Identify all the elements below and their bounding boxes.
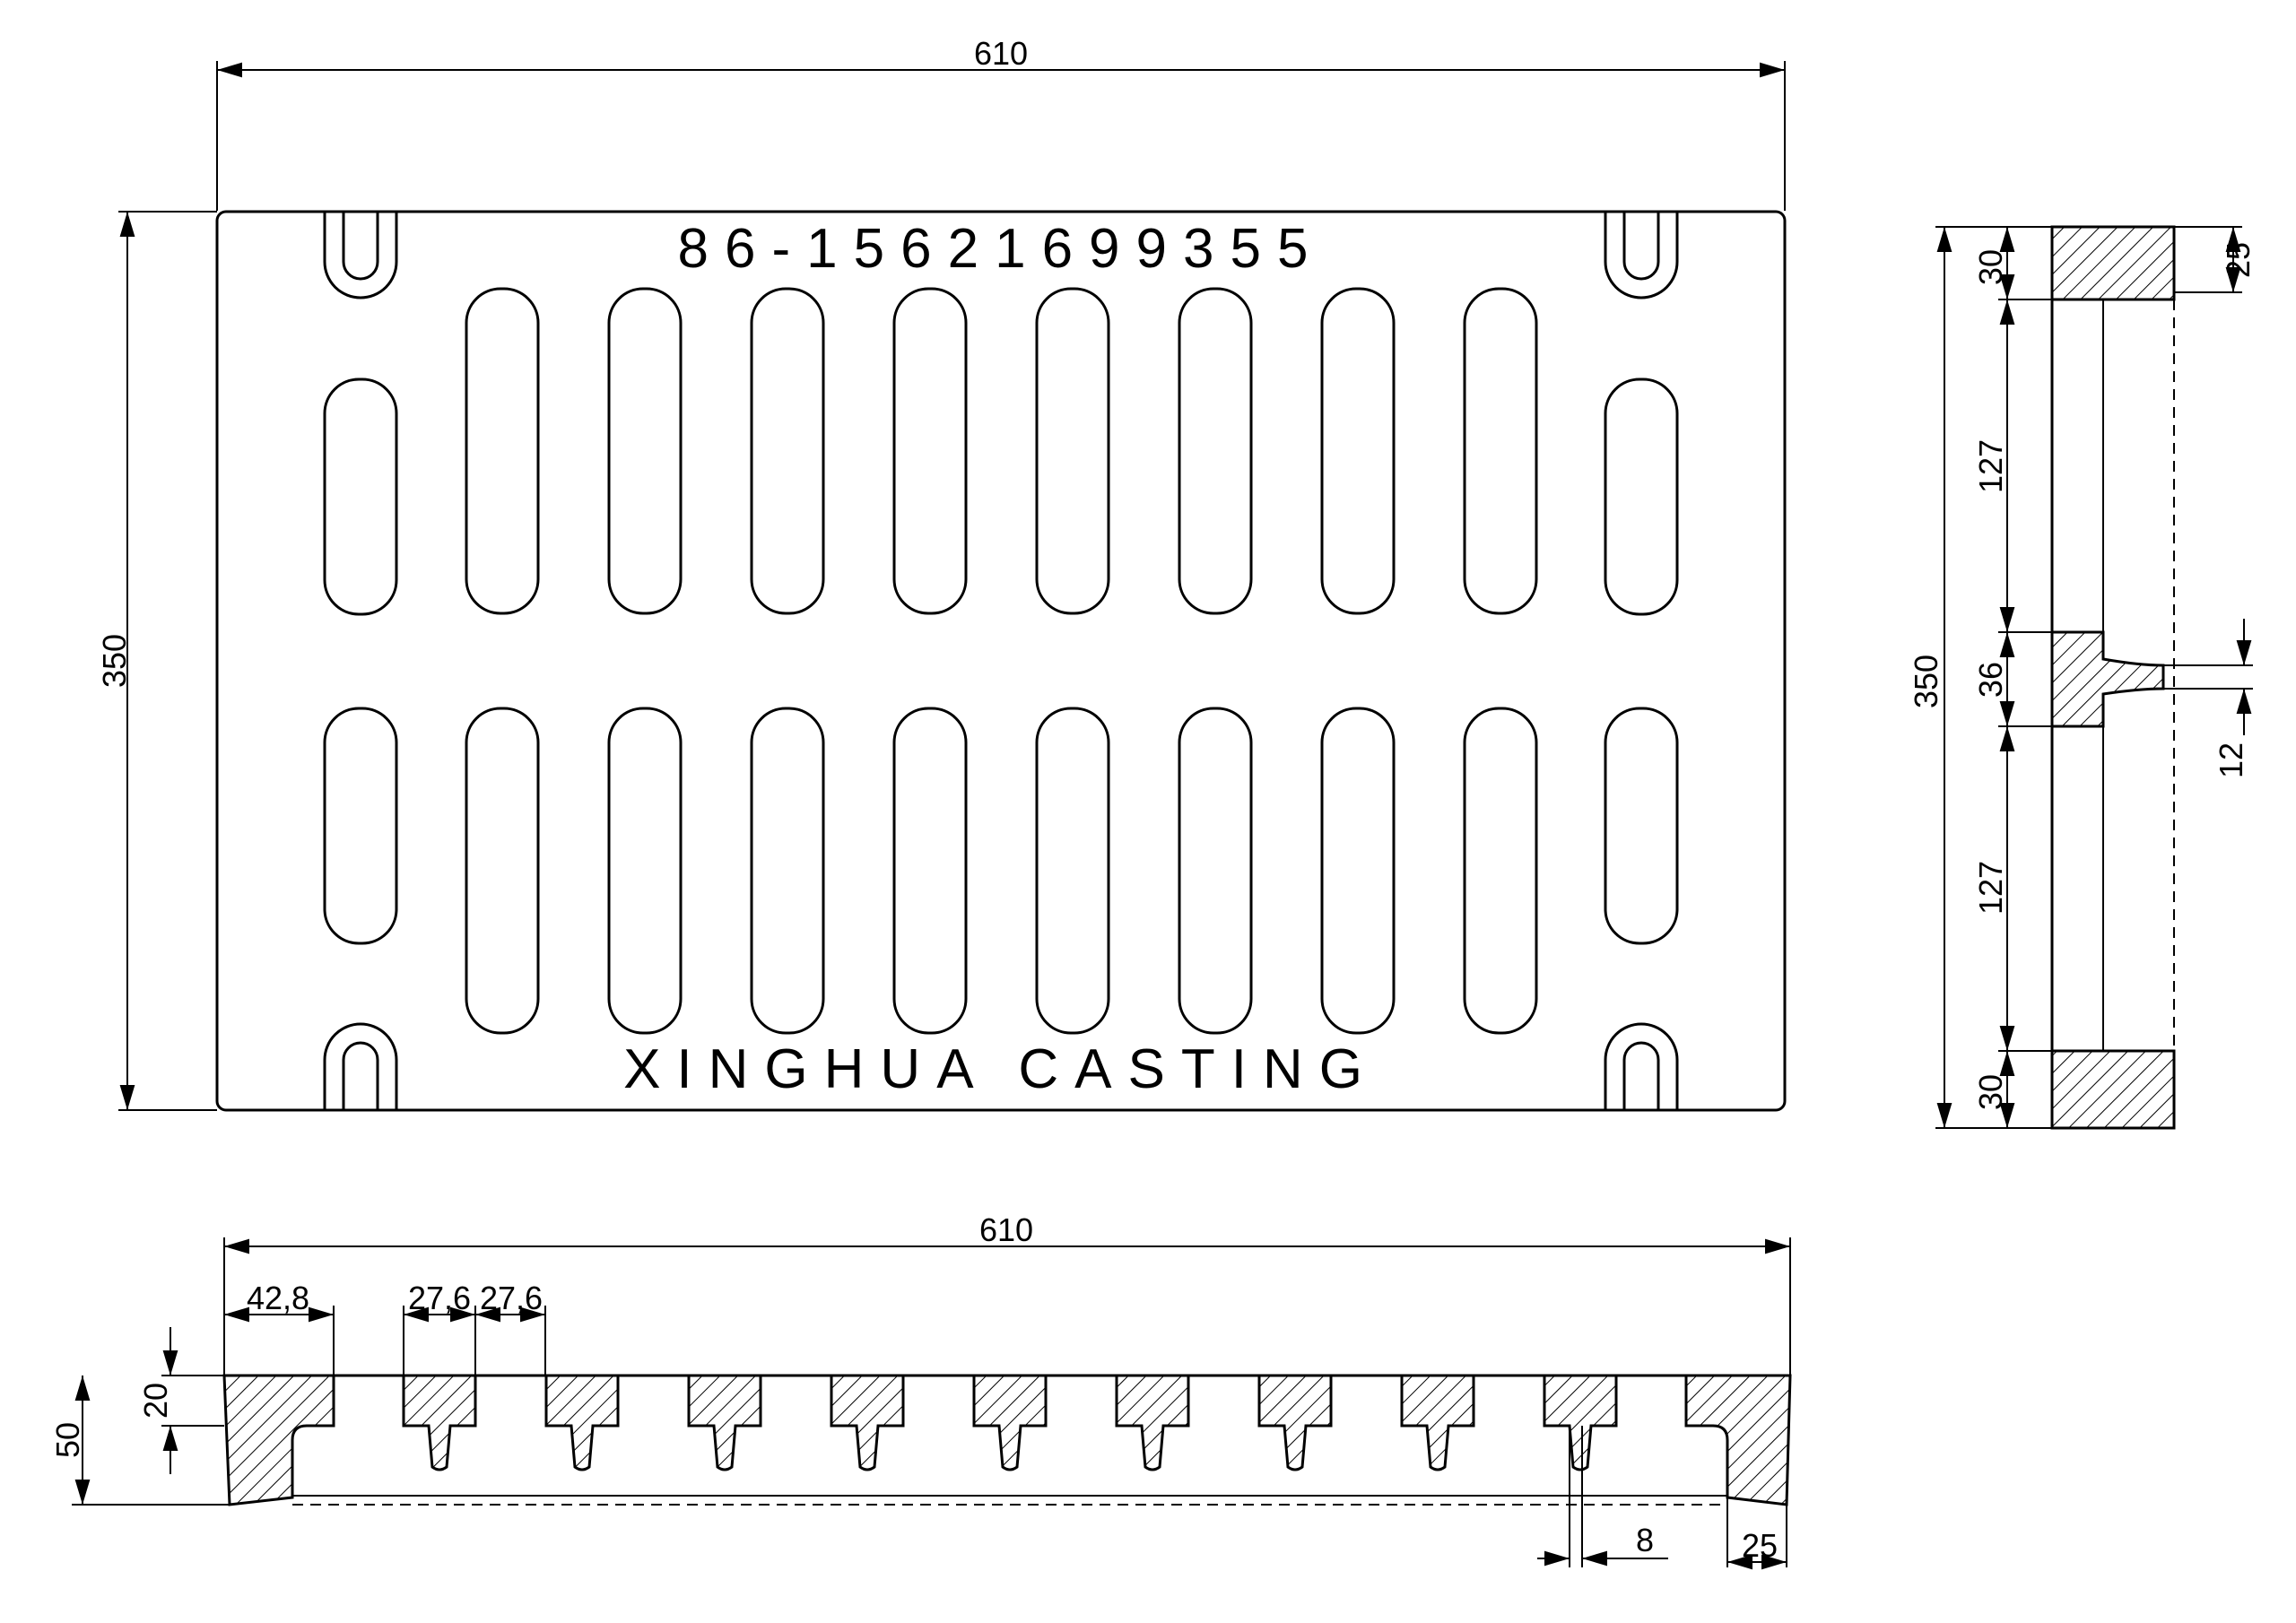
section-ribs [402,1374,1618,1471]
corner-notches [323,212,1679,1110]
section-rib-5 [972,1374,1048,1471]
side-bottom-rim-label: 30 [1972,1074,2009,1110]
notch-top-left [323,212,398,299]
section-dimensions: 610 42,8 27,6 27,6 20 50 8 [49,1211,1791,1570]
section-rib-2 [544,1374,620,1471]
long-slot-lower-1 [465,707,540,1035]
short-slot-upper-1 [323,378,398,616]
long-slot-lower-6 [1178,707,1253,1035]
section-rib-label: 8 [1636,1522,1654,1558]
section-rib-9 [1543,1374,1618,1471]
drain-slots [323,287,1679,1035]
long-slot-lower-2 [607,707,683,1035]
long-slot-lower-4 [892,707,968,1035]
side-top-rim [2050,225,2176,301]
section-slot-a-label: 27,6 [408,1280,471,1316]
section-rib-6 [1115,1374,1190,1471]
section-rib-3 [687,1374,762,1471]
plan-height-label: 350 [96,634,133,688]
side-upper-slot-label: 127 [1972,439,2009,493]
side-view: 350 30 127 36 127 30 25 12 [1908,225,2257,1130]
long-slot-upper-5 [1035,287,1110,615]
section-view: 610 42,8 27,6 27,6 20 50 8 [49,1211,1792,1570]
section-total-depth-label: 50 [49,1422,86,1458]
section-top-depth-label: 20 [137,1383,174,1419]
long-slot-lower-5 [1035,707,1110,1035]
long-slot-upper-7 [1320,287,1396,615]
side-total-label: 350 [1908,655,1944,708]
section-slot-b-label: 27,6 [480,1280,543,1316]
plate-text-phone: 86-15621699355 [678,218,1325,280]
plate-text-brand: XINGHUA CASTING [623,1038,1378,1100]
short-slot-upper-2 [1604,378,1679,616]
section-edge-offset-label: 42,8 [247,1280,309,1316]
section-right-end [1684,1374,1792,1506]
section-left-end [222,1374,335,1506]
side-center-bar-label: 36 [1972,662,2009,698]
long-slot-upper-3 [750,287,825,615]
long-slot-lower-7 [1320,707,1396,1035]
plan-width-dimension: 610 [216,35,1786,211]
section-rib-1 [402,1374,477,1471]
long-slot-lower-8 [1463,707,1538,1035]
notch-bottom-right [1604,1022,1679,1110]
grate-outline [215,210,1787,1112]
side-lower-slot-label: 127 [1972,861,2009,915]
section-rim-label: 25 [1742,1527,1778,1564]
short-slot-lower-2 [1604,707,1679,945]
long-slot-upper-6 [1178,287,1253,615]
long-slot-upper-4 [892,287,968,615]
short-slot-lower-1 [323,707,398,945]
side-dimensions: 350 30 127 36 127 30 25 12 [1908,226,2257,1129]
side-bottom-rim [2050,1049,2176,1130]
long-slot-upper-1 [465,287,540,615]
section-rib-4 [830,1374,905,1471]
side-center-bar [2050,630,2165,728]
plan-height-dimension: 350 [96,211,217,1111]
side-top-rim-label: 30 [1972,249,2009,285]
side-rim-depth-label: 25 [2220,242,2257,278]
section-width-label: 610 [979,1211,1033,1248]
notch-bottom-left [323,1022,398,1110]
section-rib-7 [1257,1374,1333,1471]
section-rib-8 [1400,1374,1475,1471]
side-bar-step-label: 12 [2213,742,2249,778]
plan-width-label: 610 [974,35,1028,72]
long-slot-upper-2 [607,287,683,615]
plan-view: 610 350 86-15621699355 XINGHUA CASTING [96,35,1787,1112]
notch-top-right [1604,212,1679,299]
long-slot-upper-8 [1463,287,1538,615]
long-slot-lower-3 [750,707,825,1035]
